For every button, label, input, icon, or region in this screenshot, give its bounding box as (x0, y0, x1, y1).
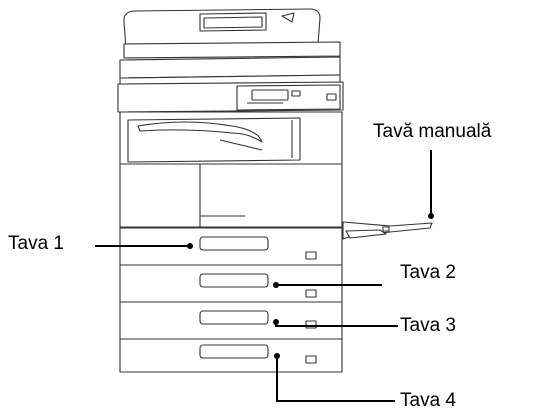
callout-dot-tray-3 (273, 319, 279, 325)
output-tray (119, 111, 343, 165)
label-tray-3: Tava 3 (400, 315, 456, 336)
paper-tray-4 (119, 338, 343, 373)
control-panel (117, 81, 344, 113)
callout-dot-tray-1 (187, 243, 193, 249)
callout-dot-tray-4 (274, 353, 280, 359)
label-tray-4: Tava 4 (400, 390, 456, 411)
label-tray-2: Tava 2 (400, 262, 456, 283)
document-feeder (123, 8, 341, 59)
label-tray-1: Tava 1 (8, 233, 64, 254)
main-body (119, 163, 343, 228)
callout-dot-manual-tray (428, 213, 434, 219)
leader-tray-4 (276, 356, 395, 402)
paper-tray-2 (119, 264, 343, 303)
label-manual-tray: Tavă manuală (373, 121, 492, 142)
callout-dot-tray-2 (273, 282, 279, 288)
manual-tray (342, 221, 433, 240)
paper-tray-3 (119, 301, 343, 340)
scanner-unit (119, 56, 341, 86)
